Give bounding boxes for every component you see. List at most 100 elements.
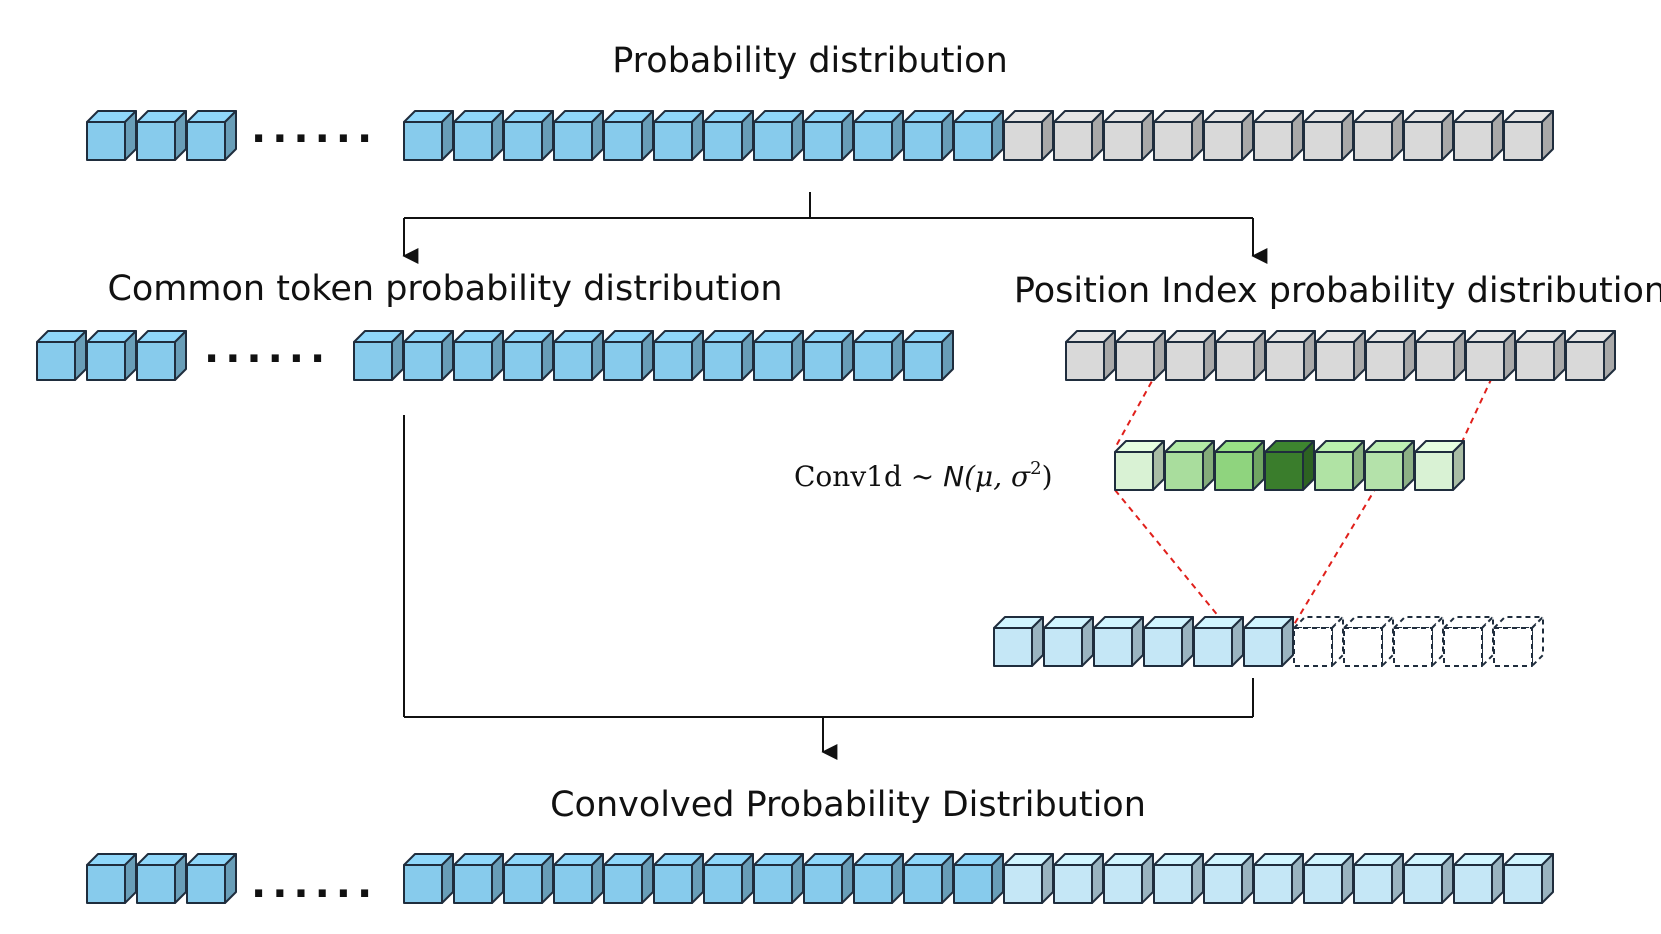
cube-icon <box>1265 330 1316 381</box>
cube-icon <box>1114 440 1165 491</box>
bottom-ellipsis: ...... <box>251 861 378 907</box>
cube-icon <box>1253 110 1304 161</box>
position-title: Position Index probability distribution <box>1014 271 1661 311</box>
cube-icon <box>703 110 754 161</box>
cube-icon <box>1115 330 1166 381</box>
cube-icon <box>453 330 504 381</box>
conv1d-formula: Conv1d ~ N(μ, σ2) <box>794 458 1053 493</box>
formula-args: (μ, σ <box>964 460 1031 493</box>
cube-icon <box>1293 616 1344 667</box>
kernel-guides <box>1114 357 1502 646</box>
cube-icon <box>1193 616 1244 667</box>
cube-icon <box>1053 853 1104 904</box>
cube-icon <box>653 110 704 161</box>
cube-icon <box>503 110 554 161</box>
cube-icon <box>653 330 704 381</box>
cube-icon <box>1153 110 1204 161</box>
cube-icon <box>86 853 137 904</box>
cube-icon <box>1443 616 1494 667</box>
cube-icon <box>1203 110 1254 161</box>
cube-icon <box>503 330 554 381</box>
cube-icon <box>1303 110 1354 161</box>
cube-icon <box>1003 853 1054 904</box>
cube-icon <box>403 110 454 161</box>
cube-icon <box>1403 853 1454 904</box>
cube-icon <box>953 110 1004 161</box>
cube-icon <box>86 330 137 381</box>
common-title: Common token probability distribution <box>107 269 782 309</box>
cube-icon <box>553 330 604 381</box>
cube-icon <box>753 330 804 381</box>
cube-icon <box>1343 616 1394 667</box>
cube-icon <box>36 330 87 381</box>
cube-icon <box>553 853 604 904</box>
cube-icon <box>993 616 1044 667</box>
cube-icon <box>1153 853 1204 904</box>
cube-icon <box>953 853 1004 904</box>
cube-icon <box>603 330 654 381</box>
cube-icon <box>1164 440 1215 491</box>
cube-icon <box>1065 330 1116 381</box>
cube-icon <box>1465 330 1516 381</box>
cube-icon <box>186 110 237 161</box>
cube-icon <box>136 853 187 904</box>
cube-icon <box>503 853 554 904</box>
bottom-title: Convolved Probability Distribution <box>550 785 1146 825</box>
cube-icon <box>1415 330 1466 381</box>
cube-icon <box>903 853 954 904</box>
cube-icon <box>1314 440 1365 491</box>
cube-icon <box>903 110 954 161</box>
cube-icon <box>86 110 137 161</box>
cube-icon <box>1143 616 1194 667</box>
cube-icon <box>903 330 954 381</box>
cube-icon <box>1103 853 1154 904</box>
cube-icon <box>1503 110 1554 161</box>
cube-icon <box>1393 616 1444 667</box>
cube-icon <box>1565 330 1616 381</box>
cube-icon <box>1215 330 1266 381</box>
cube-icon <box>186 853 237 904</box>
cube-icon <box>1403 110 1454 161</box>
cube-icon <box>1203 853 1254 904</box>
top-ellipsis: ...... <box>251 106 378 152</box>
cube-icon <box>403 330 454 381</box>
cube-icon <box>603 853 654 904</box>
cube-icon <box>1003 110 1054 161</box>
cube-icon <box>853 110 904 161</box>
cube-icon <box>1493 616 1544 667</box>
cube-icon <box>803 853 854 904</box>
cube-icon <box>1165 330 1216 381</box>
top-title: Probability distribution <box>612 41 1008 81</box>
cube-icon <box>1515 330 1566 381</box>
cube-icon <box>1253 853 1304 904</box>
cube-icon <box>1043 616 1094 667</box>
cube-icon <box>853 853 904 904</box>
cube-icon <box>1264 440 1315 491</box>
cube-icon <box>1453 853 1504 904</box>
cube-icon <box>853 330 904 381</box>
cube-icon <box>1365 330 1416 381</box>
cube-icon <box>1103 110 1154 161</box>
cube-icon <box>1214 440 1265 491</box>
common-ellipsis: ...... <box>204 326 331 372</box>
cube-icon <box>403 853 454 904</box>
cube-icon <box>753 853 804 904</box>
cube-icon <box>1453 110 1504 161</box>
cube-icon <box>703 853 754 904</box>
cube-icon <box>1414 440 1465 491</box>
cube-icon <box>803 330 854 381</box>
formula-power: 2 <box>1030 458 1041 479</box>
cube-icon <box>136 330 187 381</box>
cube-icon <box>653 853 704 904</box>
cube-icon <box>453 110 504 161</box>
cube-icon <box>1243 616 1294 667</box>
cube-icon <box>453 853 504 904</box>
cube-icon <box>1503 853 1554 904</box>
cube-icon <box>803 110 854 161</box>
cube-icon <box>753 110 804 161</box>
cube-icon <box>1053 110 1104 161</box>
cube-icon <box>353 330 404 381</box>
cube-icon <box>603 110 654 161</box>
cube-icon <box>1353 853 1404 904</box>
formula-close: ) <box>1042 460 1053 493</box>
